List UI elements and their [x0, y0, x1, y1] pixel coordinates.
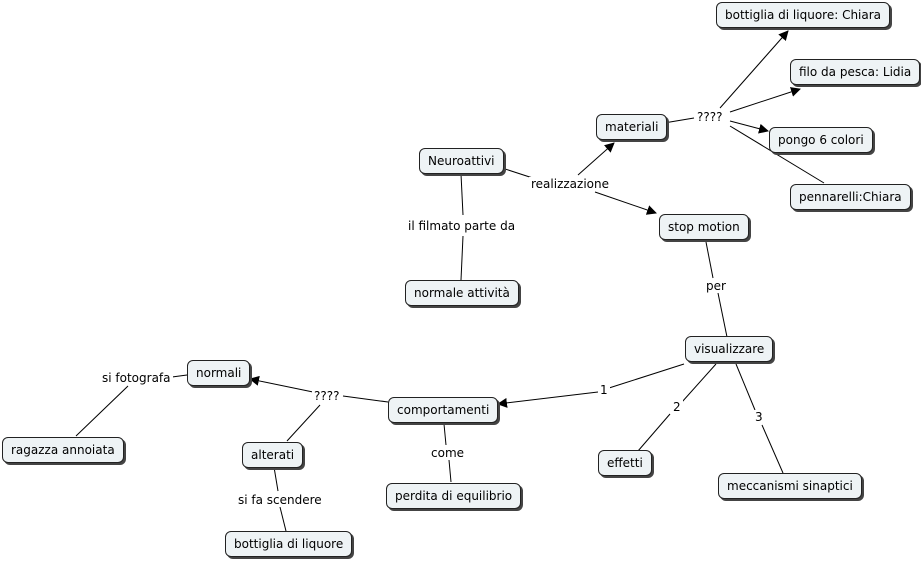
node-bottiglia-chiara[interactable]: bottiglia di liquore: Chiara	[716, 2, 891, 28]
node-effetti[interactable]: effetti	[598, 450, 652, 476]
link-label-3: 3	[753, 410, 765, 424]
link-label-materiali-question: ????	[695, 110, 725, 124]
link-label-scendere: si fa scendere	[236, 493, 324, 507]
node-ragazza[interactable]: ragazza annoiata	[2, 437, 124, 463]
link-label-come: come	[429, 446, 467, 460]
node-stop-motion[interactable]: stop motion	[659, 214, 749, 240]
node-perdita[interactable]: perdita di equilibrio	[386, 483, 522, 509]
node-neuroattivi[interactable]: Neuroattivi	[419, 148, 504, 174]
node-normali[interactable]: normali	[187, 360, 251, 386]
node-pennarelli[interactable]: pennarelli:Chiara	[790, 184, 911, 210]
node-visualizzare[interactable]: visualizzare	[685, 336, 774, 362]
node-comportamenti[interactable]: comportamenti	[388, 397, 499, 423]
node-bottiglia[interactable]: bottiglia di liquore	[225, 531, 353, 557]
link-label-per: per	[704, 279, 728, 293]
link-label-fotografa: si fotografa	[100, 371, 173, 385]
node-materiali[interactable]: materiali	[596, 114, 668, 140]
node-meccanismi[interactable]: meccanismi sinaptici	[718, 473, 862, 499]
node-pongo[interactable]: pongo 6 colori	[769, 127, 873, 153]
link-label-realizzazione: realizzazione	[529, 177, 611, 191]
link-label-comportamenti-question: ????	[312, 389, 342, 403]
link-label-filmato: il filmato parte da	[406, 219, 518, 233]
link-label-1: 1	[598, 383, 610, 397]
link-label-2: 2	[671, 400, 683, 414]
node-alterati[interactable]: alterati	[242, 442, 304, 468]
node-normale-attivita[interactable]: normale attività	[405, 280, 519, 306]
node-filo-lidia[interactable]: filo da pesca: Lidia	[790, 59, 921, 85]
